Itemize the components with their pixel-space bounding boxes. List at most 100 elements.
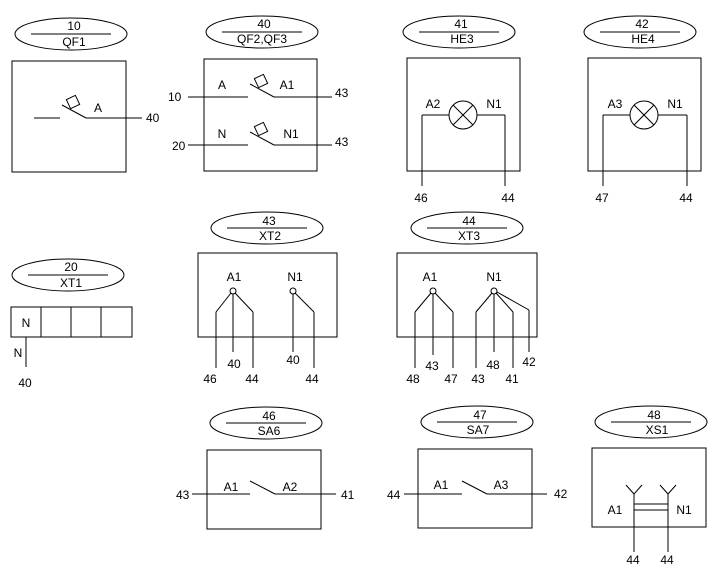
component-qf1: 10 QF1 A 40 xyxy=(11,17,160,173)
pin-label: A1 xyxy=(608,503,623,517)
terminal-strip xyxy=(10,306,133,367)
label-ellipse xyxy=(420,405,534,439)
terminal-node-n1 xyxy=(475,287,530,368)
component-box xyxy=(11,60,127,173)
component-code: XT3 xyxy=(458,229,480,243)
component-number: 10 xyxy=(67,19,81,33)
pin-label: A xyxy=(218,78,226,92)
component-number: 47 xyxy=(473,408,487,422)
component-code: HE4 xyxy=(631,32,655,46)
wire-number: 41 xyxy=(341,488,355,502)
component-qf2-qf3: 40 QF2,QF3 10 20 A A1 N N1 43 43 xyxy=(168,15,349,172)
pin-label: N xyxy=(218,127,227,141)
component-xt2: 43 XT2 A1 N1 46 40 44 40 44 xyxy=(197,211,338,386)
component-he3: 41 HE3 A2 N1 46 44 xyxy=(402,15,521,205)
component-code: QF2,QF3 xyxy=(237,32,287,46)
terminal-label: A1 xyxy=(227,270,242,284)
contact-label: A xyxy=(94,101,102,115)
component-box xyxy=(203,58,318,172)
pin-label: A1 xyxy=(224,480,239,494)
component-sa6: 46 SA6 43 A1 A2 41 xyxy=(176,406,355,530)
label-ellipse xyxy=(594,405,708,439)
pin-label: N1 xyxy=(667,97,683,111)
component-number: 42 xyxy=(635,17,649,31)
terminal-node-a1 xyxy=(414,287,454,368)
label-ellipse xyxy=(14,17,128,51)
wire-number: 48 xyxy=(486,358,500,372)
wire-number: 43 xyxy=(335,86,349,100)
pin-label: A3 xyxy=(494,478,509,492)
label-ellipse xyxy=(210,211,324,245)
label-ellipse xyxy=(410,211,524,245)
breaker-switch-symbol xyxy=(34,94,142,119)
terminal-label: A1 xyxy=(423,270,438,284)
component-sa7: 47 SA7 44 A1 A3 42 xyxy=(387,405,568,529)
wire-number: 47 xyxy=(444,372,458,386)
wire-number: 40 xyxy=(227,357,241,371)
component-code: HE3 xyxy=(450,32,474,46)
pin-label: A2 xyxy=(283,480,298,494)
wire-number: 47 xyxy=(595,191,609,205)
label-ellipse xyxy=(205,15,319,49)
component-number: 43 xyxy=(262,214,276,228)
terminal-node-a1 xyxy=(215,287,254,368)
pin-label: A2 xyxy=(426,97,441,111)
terminal-node-n1 xyxy=(289,287,315,368)
component-box xyxy=(591,447,707,528)
wire-number: 44 xyxy=(387,488,401,502)
wire-number: 44 xyxy=(305,372,319,386)
component-code: QF1 xyxy=(62,35,86,49)
component-code: SA7 xyxy=(467,423,490,437)
pin-label: A1 xyxy=(434,478,449,492)
label-ellipse xyxy=(11,258,125,292)
component-box xyxy=(587,57,702,172)
component-code: SA6 xyxy=(258,424,281,438)
terminal-cell-label: N xyxy=(22,316,31,330)
wire-number: 40 xyxy=(146,111,160,125)
lamp-icon xyxy=(421,100,506,186)
component-number: 44 xyxy=(462,214,476,228)
pin-label: A3 xyxy=(608,97,623,111)
lamp-icon xyxy=(602,100,688,186)
component-box xyxy=(197,252,338,338)
breaker-switch-pole-2 xyxy=(188,121,332,146)
pin-label: N1 xyxy=(283,127,299,141)
wire-number: 42 xyxy=(554,487,568,501)
wire-number: 44 xyxy=(660,553,674,567)
label-ellipse xyxy=(583,15,697,49)
wire-number: 10 xyxy=(168,90,182,104)
label-ellipse xyxy=(209,406,323,440)
pin-label: N1 xyxy=(486,97,502,111)
wire-number: 42 xyxy=(522,355,536,369)
wire-number: 44 xyxy=(245,372,259,386)
terminal-label: N1 xyxy=(287,270,303,284)
wire-number: 43 xyxy=(335,135,349,149)
pin-label: N xyxy=(14,346,23,360)
component-number: 48 xyxy=(647,408,661,422)
switch-symbol xyxy=(192,480,336,495)
wire-number: 46 xyxy=(414,191,428,205)
component-he4: 42 HE4 A3 N1 47 44 xyxy=(583,15,702,205)
pin-label: N1 xyxy=(676,503,692,517)
component-code: XT1 xyxy=(60,276,82,290)
component-box xyxy=(406,57,521,172)
wire-number: 44 xyxy=(679,191,693,205)
component-xs1: 48 XS1 A1 N1 44 44 xyxy=(591,405,708,567)
wire-number: 43 xyxy=(425,359,439,373)
component-number: 20 xyxy=(64,260,78,274)
component-number: 46 xyxy=(262,409,276,423)
breaker-switch-pole-1 xyxy=(188,73,332,98)
component-box xyxy=(206,449,322,530)
wire-number: 48 xyxy=(406,372,420,386)
wire-number: 43 xyxy=(176,488,190,502)
wire-number: 40 xyxy=(286,353,300,367)
component-xt1: 20 XT1 N N 40 xyxy=(10,258,133,390)
terminal-label: N1 xyxy=(486,270,502,284)
component-code: XT2 xyxy=(259,229,281,243)
component-number: 40 xyxy=(257,17,271,31)
component-code: XS1 xyxy=(646,423,669,437)
wire-number: 40 xyxy=(18,376,32,390)
component-xt3: 44 XT3 A1 N1 48 43 47 43 48 41 42 xyxy=(396,211,538,386)
component-box xyxy=(396,252,538,338)
pin-label: A1 xyxy=(280,78,295,92)
